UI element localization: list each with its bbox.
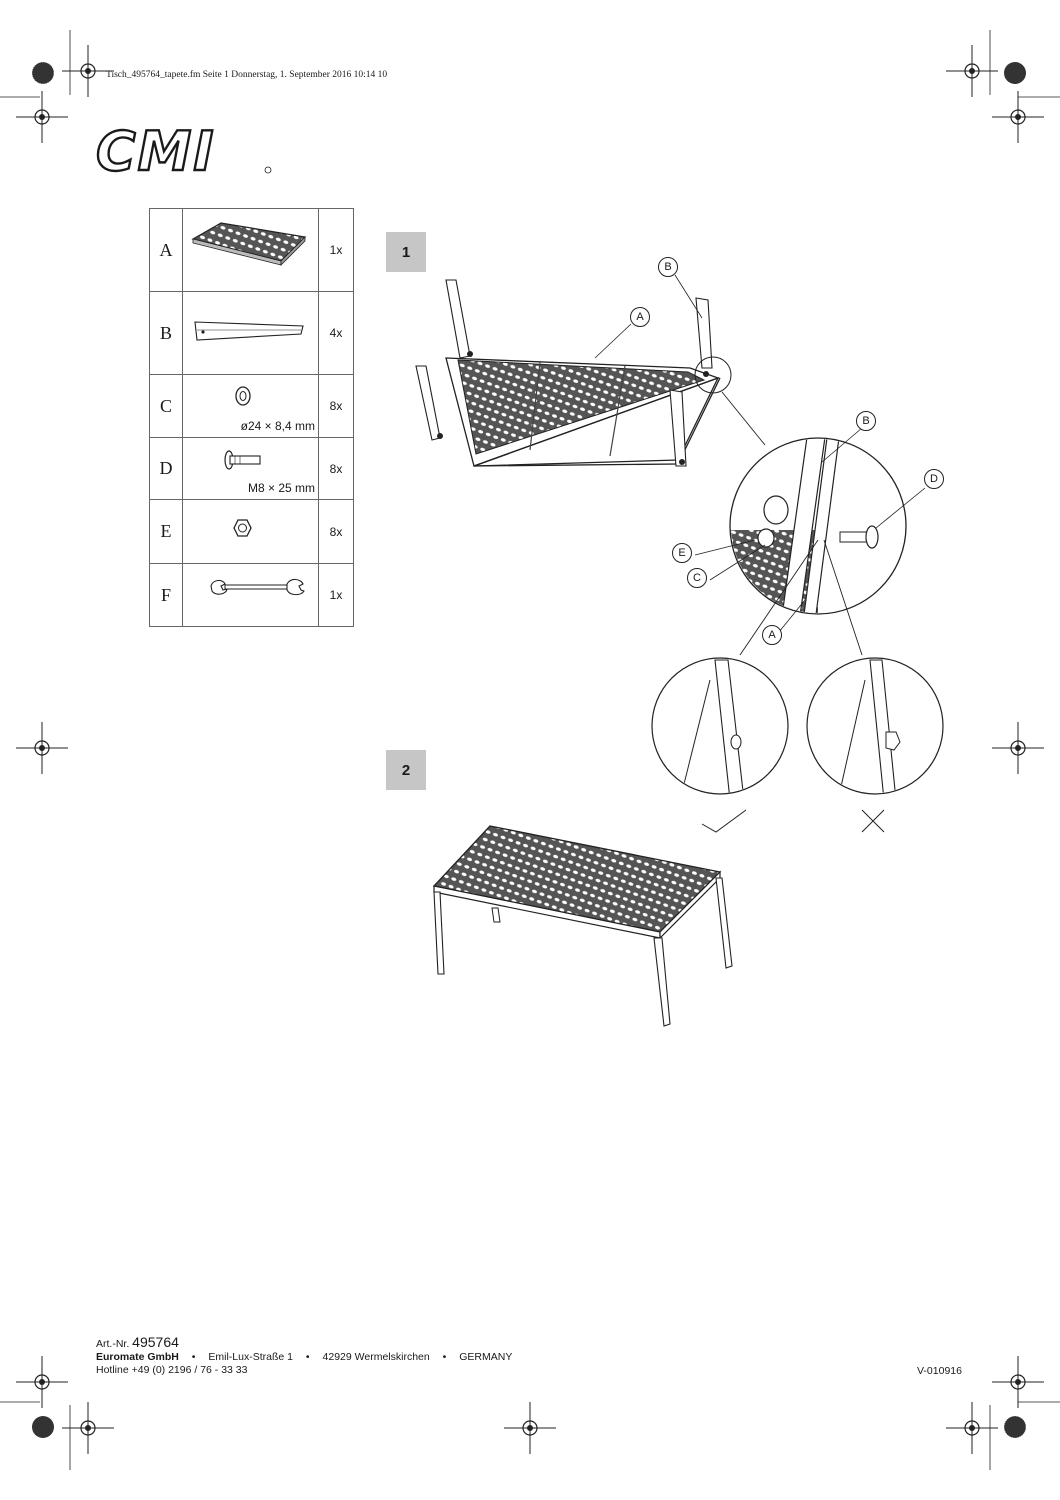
country: GERMANY bbox=[459, 1351, 513, 1363]
version-code: V-010916 bbox=[917, 1365, 962, 1377]
parts-row: B 4x bbox=[149, 291, 354, 375]
part-qty: 8x bbox=[318, 499, 354, 564]
part-qty: 8x bbox=[318, 374, 354, 438]
part-letter: B bbox=[149, 291, 183, 375]
part-picture bbox=[182, 208, 319, 292]
parts-row: E 8x bbox=[149, 499, 354, 564]
parts-row: C ø24 × 8,4 mm 8x bbox=[149, 374, 354, 438]
parts-table: A 1x B 4x C ø24 × 8,4 mm bbox=[149, 208, 354, 627]
part-qty: 4x bbox=[318, 291, 354, 375]
callout-b-step1: B bbox=[658, 257, 678, 277]
wrench-icon bbox=[210, 578, 305, 596]
callout-c-detail: C bbox=[687, 568, 707, 588]
art-number-prefix: Art.-Nr. bbox=[96, 1338, 130, 1350]
step-1-badge: 1 bbox=[386, 232, 426, 272]
part-picture bbox=[182, 499, 319, 564]
hotline: Hotline +49 (0) 2196 / 76 - 33 33 bbox=[96, 1364, 248, 1376]
part-letter: D bbox=[149, 437, 183, 500]
logo-text: CMI bbox=[96, 124, 215, 176]
part-qty: 1x bbox=[318, 563, 354, 627]
part-letter: E bbox=[149, 499, 183, 564]
company-name: Euromate GmbH bbox=[96, 1351, 179, 1363]
part-spec: ø24 × 8,4 mm bbox=[240, 419, 315, 433]
step-1-illustration bbox=[415, 274, 944, 833]
print-header: Tisch_495764_tapete.fm Seite 1 Donnersta… bbox=[106, 70, 388, 80]
city: 42929 Wermelskirchen bbox=[322, 1351, 430, 1363]
parts-row: A 1x bbox=[149, 208, 354, 292]
callout-e-detail: E bbox=[672, 543, 692, 563]
callout-b-detail: B bbox=[856, 411, 876, 431]
callout-d-detail: D bbox=[924, 469, 944, 489]
parts-row: D M8 × 25 mm 8x bbox=[149, 437, 354, 500]
tabletop-icon bbox=[191, 222, 307, 266]
washer-icon bbox=[235, 386, 251, 406]
footer: Art.-Nr. 495764 Euromate GmbH • Emil-Lux… bbox=[96, 1334, 513, 1376]
street: Emil-Lux-Straße 1 bbox=[208, 1351, 293, 1363]
callout-a-step1: A bbox=[630, 307, 650, 327]
part-qty: 1x bbox=[318, 208, 354, 292]
part-letter: A bbox=[149, 208, 183, 292]
bolt-icon bbox=[224, 450, 261, 470]
parts-row: F 1x bbox=[149, 563, 354, 627]
part-picture: ø24 × 8,4 mm bbox=[182, 374, 319, 438]
art-number: 495764 bbox=[132, 1334, 179, 1350]
part-spec: M8 × 25 mm bbox=[247, 481, 315, 495]
leg-icon bbox=[194, 321, 304, 341]
part-letter: F bbox=[149, 563, 183, 627]
nut-icon bbox=[233, 519, 252, 537]
part-letter: C bbox=[149, 374, 183, 438]
callout-a-detail: A bbox=[762, 625, 782, 645]
part-picture bbox=[182, 291, 319, 375]
part-picture: M8 × 25 mm bbox=[182, 437, 319, 500]
cmi-logo: CMI bbox=[95, 119, 276, 184]
part-qty: 8x bbox=[318, 437, 354, 500]
part-picture bbox=[182, 563, 319, 627]
step-2-badge: 2 bbox=[386, 750, 426, 790]
step-2-illustration bbox=[432, 825, 733, 1027]
